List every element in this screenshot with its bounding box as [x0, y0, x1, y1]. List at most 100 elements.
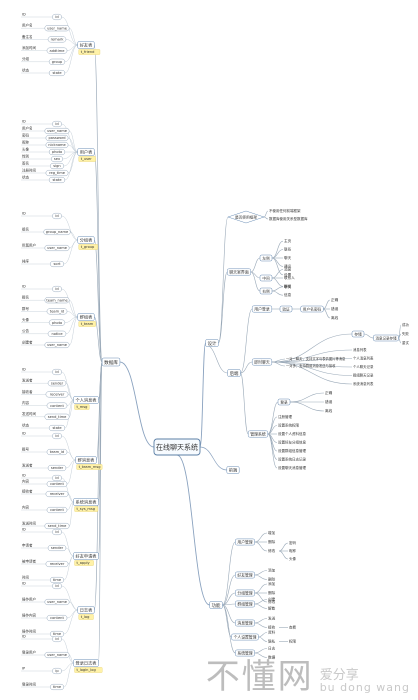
field-label: 发送者	[22, 378, 33, 383]
chat-node-frame	[251, 358, 273, 366]
function-action: 添加	[268, 581, 276, 586]
field-tag: state	[48, 69, 66, 76]
database-to-table-line	[94, 316, 103, 363]
layout-to-group-line	[250, 271, 261, 292]
field-label: IP	[22, 666, 25, 670]
function-to-group-line	[222, 541, 236, 606]
manage-item: 设置好友分组信息	[278, 440, 306, 445]
field-tag: user_name	[44, 599, 70, 606]
group-to-item-line	[271, 286, 284, 292]
note-badge-bg	[76, 464, 103, 470]
field-tag-label: id	[55, 637, 58, 641]
verify-to-result-line	[323, 299, 331, 310]
layout-group-label: 中间	[262, 275, 270, 280]
table-to-field-line	[65, 383, 74, 401]
table-to-field-line	[63, 662, 74, 688]
field-tag: sender	[47, 545, 67, 552]
login-verify-label: 用户名密码	[303, 306, 322, 311]
table-to-field-line	[64, 316, 78, 323]
field-tag-label: reg_time	[49, 171, 66, 175]
note-badge-label: t_friend	[81, 50, 95, 54]
function-group-label: 消息管理	[237, 620, 252, 625]
login-verify: 用户名密码	[300, 305, 324, 313]
field-tag-frame	[44, 127, 70, 134]
database-to-table-line	[98, 361, 103, 664]
field-tag-label: user_name	[47, 600, 68, 604]
field-tag: team_id	[46, 308, 68, 315]
field-label: 登录用户	[22, 649, 36, 654]
backend-to-login-line	[240, 308, 253, 374]
branch-frontend-label: 前端	[229, 466, 237, 473]
chat-note: 一对一聊天，支持文字与表情图片等消息	[286, 356, 346, 361]
field-label: 状态	[22, 422, 29, 427]
login-node-frame	[251, 305, 273, 313]
field-label: 发送者	[22, 462, 33, 467]
group-to-item-line	[271, 257, 284, 267]
table-node: 分组表	[77, 236, 95, 244]
field-tag: receiver	[45, 391, 69, 398]
table-to-field-line	[61, 638, 74, 664]
field-tag-label: id	[55, 434, 58, 438]
login-node: 用户登录	[251, 305, 273, 313]
function-group-frame	[235, 649, 255, 657]
branch-function-frame	[209, 601, 223, 609]
chat-node: 即时聊天	[251, 358, 273, 366]
field-tag-label: content	[50, 616, 64, 620]
function-group-frame	[235, 600, 255, 608]
table-to-field-line	[65, 547, 74, 557]
field-tag-label: group_name	[46, 230, 69, 234]
field-tag-frame	[48, 425, 66, 432]
field-label: ID	[22, 367, 26, 371]
table-node-frame	[77, 41, 95, 49]
group-to-action-line	[254, 622, 268, 628]
group-to-action-line	[254, 532, 268, 543]
decision-note: 不使用任何前端框架	[269, 208, 301, 213]
field-tag: reg_time	[45, 169, 69, 176]
manage-result: 正确	[325, 390, 333, 395]
field-tag: addtime	[46, 47, 68, 54]
table-node-label: 日志表	[80, 606, 93, 613]
field-tag: id	[52, 369, 62, 376]
field-tag-label: sign	[53, 164, 60, 168]
note-badge: t_user	[78, 156, 96, 162]
branch-database-frame	[101, 357, 121, 367]
table-to-field-line	[64, 44, 78, 74]
chat-note: 一对多，支持群组消息发送与接收	[286, 363, 336, 368]
layout-item: 信息	[284, 292, 292, 297]
function-group-label: 好友管理	[237, 572, 252, 577]
field-label: 群号	[22, 446, 29, 451]
field-label: 注册时间	[22, 167, 36, 172]
field-tag-frame	[47, 36, 67, 43]
group-to-action-line	[258, 636, 268, 642]
field-tag: sex	[51, 155, 63, 162]
field-tag-frame	[52, 369, 62, 376]
field-tag-frame	[46, 402, 68, 409]
layout-group-frame	[259, 287, 273, 295]
field-label: 创建者	[22, 339, 33, 344]
field-tag-label: content	[50, 508, 64, 512]
root-to-frontend-line	[199, 446, 227, 471]
table-to-field-line	[61, 585, 78, 611]
function-action: 数据	[268, 655, 276, 660]
note-badge-bg	[78, 321, 96, 327]
table-to-field-line	[69, 316, 78, 346]
manage-item: 设置个人资料信息	[278, 431, 306, 436]
field-tag-label: user_name	[47, 653, 68, 657]
field-tag-frame	[52, 212, 62, 219]
function-action: 删除	[268, 590, 276, 595]
note-badge-label: t_group	[81, 245, 95, 249]
table-to-field-line	[69, 601, 78, 611]
decision-note-line	[263, 216, 269, 220]
field-label: ID	[22, 284, 26, 288]
function-child: 密码	[289, 540, 297, 545]
field-tag: content	[46, 481, 68, 488]
branch-backend-frame	[227, 369, 241, 377]
root-to-design-line	[199, 342, 207, 448]
field-label: 组名	[22, 226, 29, 231]
store-outcome-line	[398, 337, 402, 344]
login-verify-frame	[300, 305, 324, 313]
function-group-label: 系统管理	[237, 650, 252, 655]
table-node-label: 系统消息表	[76, 498, 98, 505]
design-to-backend-line	[205, 344, 228, 374]
